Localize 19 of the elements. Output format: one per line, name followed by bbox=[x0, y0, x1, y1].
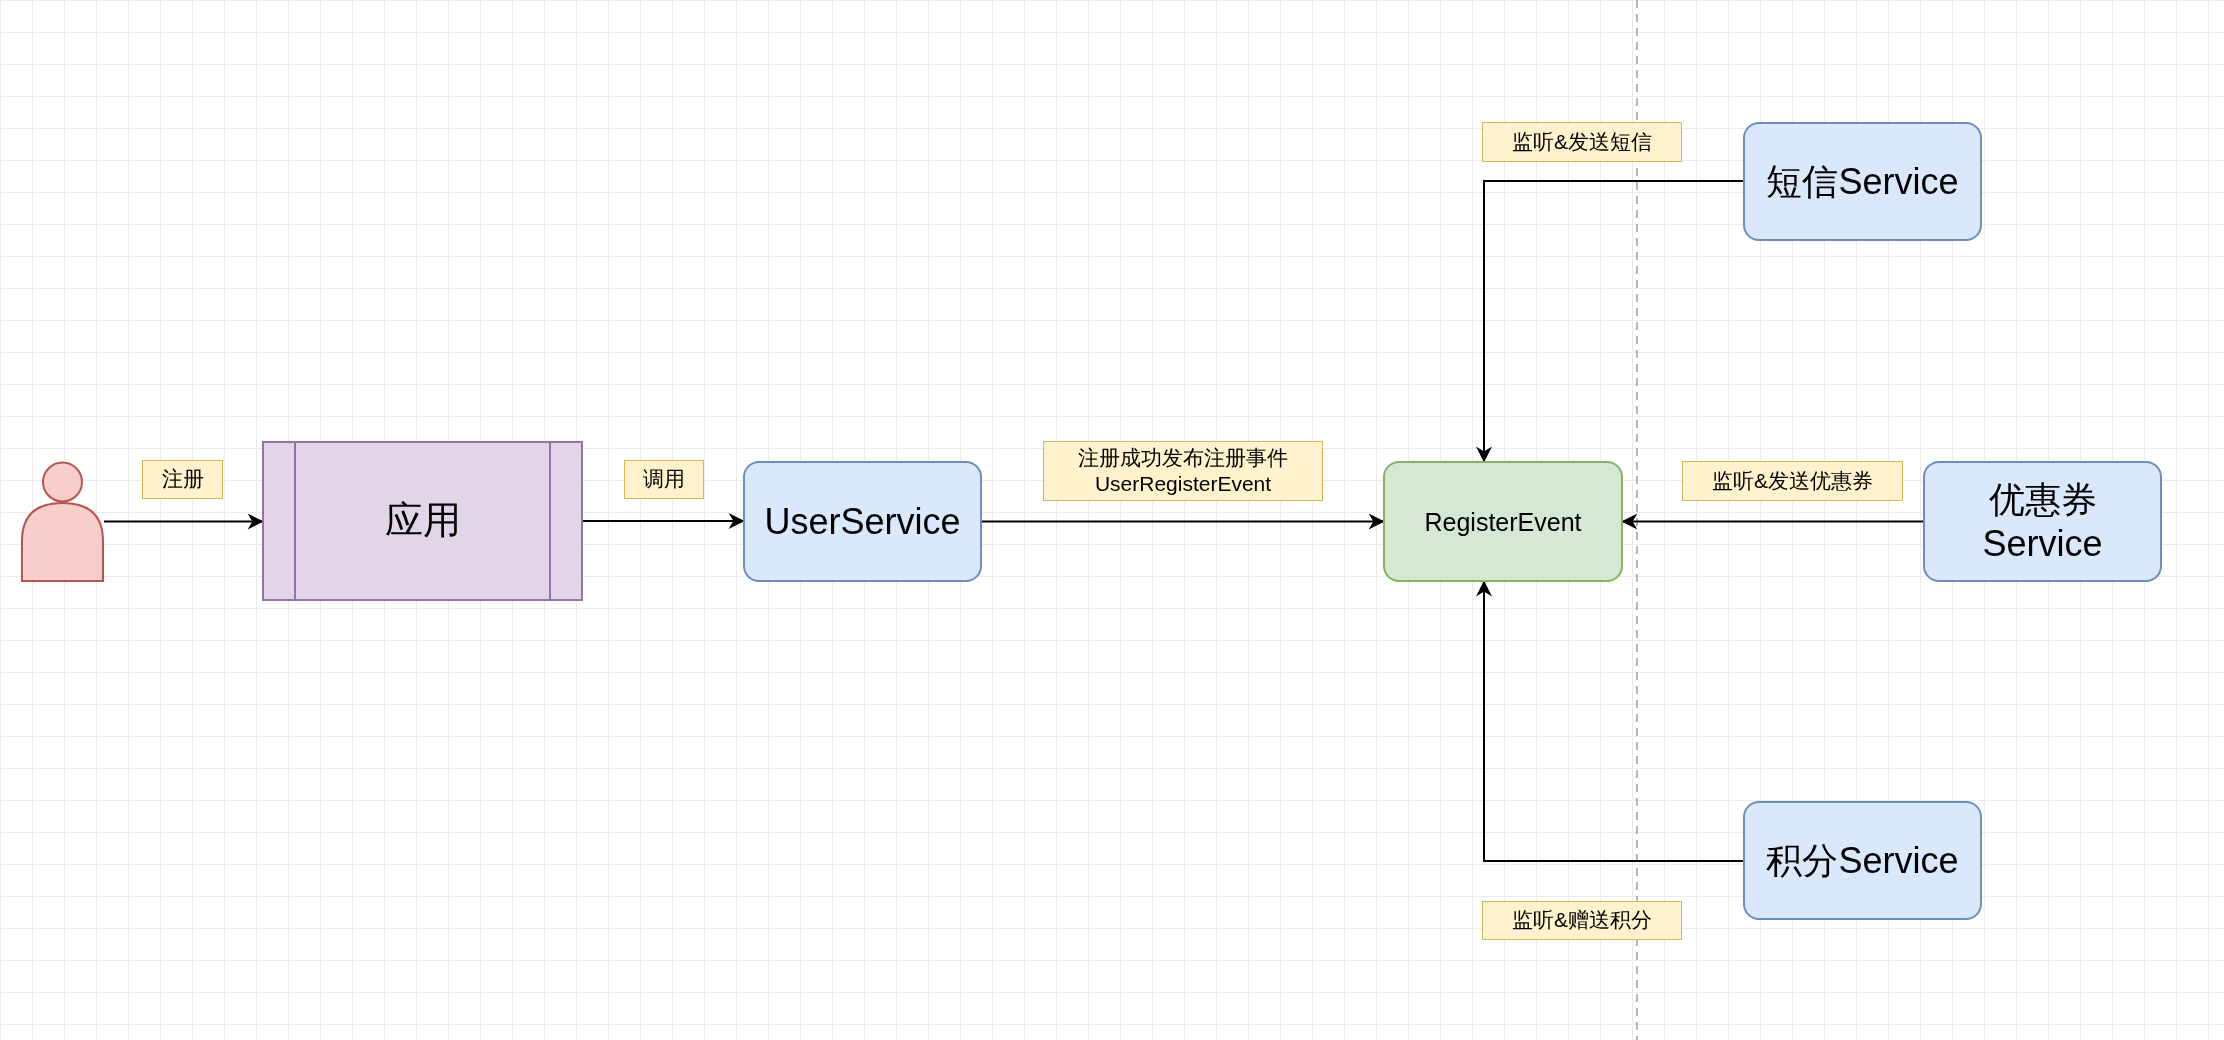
edge-label: 注册 bbox=[142, 460, 223, 499]
service-box: UserService bbox=[743, 461, 982, 582]
service-box: 积分Service bbox=[1743, 801, 1982, 920]
edge-label: 监听&发送优惠券 bbox=[1682, 461, 1903, 501]
arrow bbox=[1476, 580, 1744, 862]
service-box: 短信Service bbox=[1743, 122, 1982, 241]
edge-label: 监听&赠送积分 bbox=[1482, 901, 1682, 940]
arrow bbox=[103, 513, 264, 530]
arrow bbox=[981, 513, 1385, 530]
arrow bbox=[1621, 513, 1924, 530]
person-icon bbox=[21, 461, 104, 582]
arrow bbox=[1476, 180, 1744, 463]
edge-label: 注册成功发布注册事件 UserRegisterEvent bbox=[1043, 441, 1323, 501]
process-box: 应用 bbox=[262, 441, 583, 601]
service-box: 优惠券Service bbox=[1923, 461, 2162, 582]
event-box: RegisterEvent bbox=[1383, 461, 1623, 582]
edge-label: 监听&发送短信 bbox=[1482, 122, 1682, 162]
arrow bbox=[582, 513, 745, 529]
edge-label: 调用 bbox=[624, 460, 704, 499]
